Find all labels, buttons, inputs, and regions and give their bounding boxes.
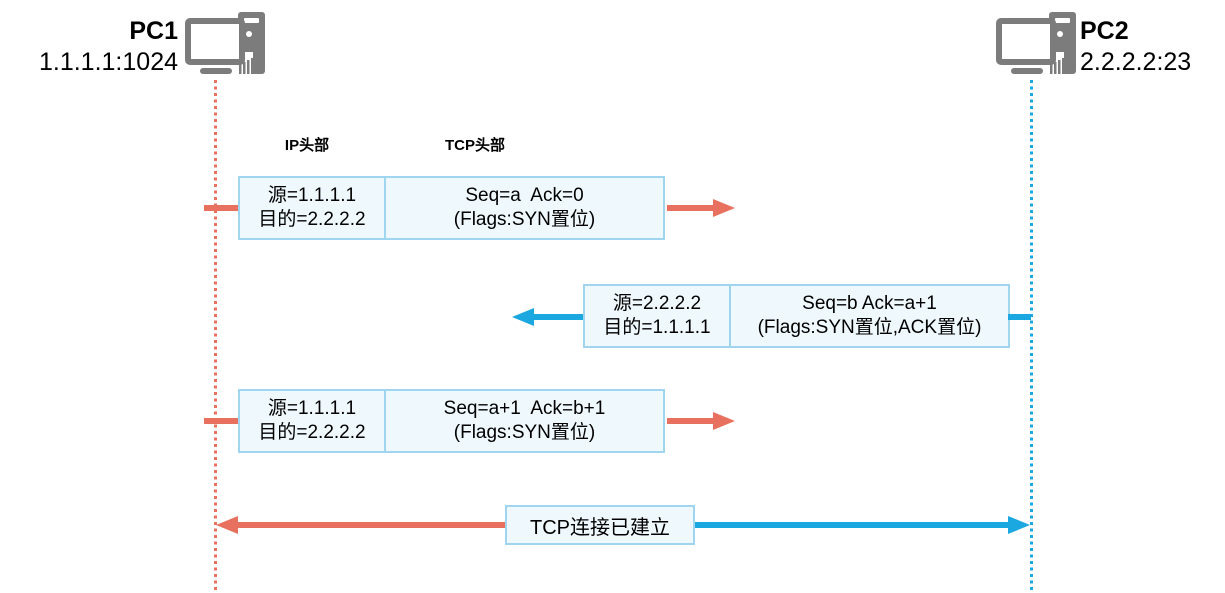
message1-arrow-right-icon (713, 199, 735, 217)
message3-box-ack: 源=1.1.1.1 目的=2.2.2.2 Seq=a+1 Ack=b+1 (Fl… (238, 389, 665, 453)
message2-arrow-left-icon (512, 308, 534, 326)
message2-arrow-line (532, 314, 583, 320)
message3-arrow-line (667, 418, 715, 424)
message2-box-syn-ack: 源=2.2.2.2 目的=1.1.1.1 Seq=b Ack=a+1 (Flag… (583, 284, 1010, 348)
established-red-line (236, 522, 505, 528)
message2-ip-dest: 目的=1.1.1.1 (603, 317, 711, 338)
pc2-computer-icon (996, 12, 1076, 74)
message1-ip-header-cell: 源=1.1.1.1 目的=2.2.2.2 (240, 178, 386, 238)
ip-header-label: IP头部 (284, 137, 330, 154)
message1-box-syn: 源=1.1.1.1 目的=2.2.2.2 Seq=a Ack=0 (Flags:… (238, 176, 665, 240)
message1-ip-source: 源=1.1.1.1 (267, 185, 357, 206)
message2-tcp-seq-ack: Seq=b Ack=a+1 (802, 293, 937, 314)
message1-ip-dest: 目的=2.2.2.2 (258, 209, 366, 230)
message1-tcp-header-cell: Seq=a Ack=0 (Flags:SYN置位) (386, 178, 663, 238)
pc1-address: 1.1.1.1:1024 (38, 48, 178, 76)
established-blue-line (695, 522, 1009, 528)
message2-tcp-flags: (Flags:SYN置位,ACK置位) (757, 317, 982, 338)
message2-ip-header-cell: 源=2.2.2.2 目的=1.1.1.1 (585, 286, 731, 346)
pc1-labels: PC1 1.1.1.1:1024 (0, 16, 178, 78)
message1-connector-line (204, 205, 238, 211)
message3-tcp-header-cell: Seq=a+1 Ack=b+1 (Flags:SYN置位) (386, 391, 663, 451)
pc1-name: PC1 (129, 17, 178, 45)
message2-connector-line (1008, 314, 1031, 320)
message1-tcp-flags: (Flags:SYN置位) (453, 209, 596, 230)
message3-ip-header-cell: 源=1.1.1.1 目的=2.2.2.2 (240, 391, 386, 451)
tcp-header-label: TCP头部 (444, 137, 505, 154)
pc2-address: 2.2.2.2:23 (1080, 48, 1192, 76)
pc1-lifeline (214, 80, 217, 593)
pc2-name: PC2 (1080, 17, 1129, 45)
status-box: TCP连接已建立 (505, 505, 695, 545)
message1-tcp-seq-ack: Seq=a Ack=0 (465, 185, 584, 206)
pc2-labels: PC2 2.2.2.2:23 (1080, 16, 1225, 78)
pc1-computer-icon (185, 12, 265, 74)
pc2-lifeline (1030, 80, 1033, 593)
status-label: TCP连接已建立 (530, 516, 670, 539)
message3-ip-dest: 目的=2.2.2.2 (258, 422, 366, 443)
message3-tcp-seq-ack: Seq=a+1 Ack=b+1 (443, 398, 606, 419)
message3-ip-source: 源=1.1.1.1 (267, 398, 357, 419)
message2-ip-source: 源=2.2.2.2 (612, 293, 702, 314)
message3-connector-line (204, 418, 238, 424)
established-arrow-left-icon (216, 516, 238, 534)
message2-tcp-header-cell: Seq=b Ack=a+1 (Flags:SYN置位,ACK置位) (731, 286, 1008, 346)
established-arrow-right-icon (1008, 516, 1030, 534)
message3-arrow-right-icon (713, 412, 735, 430)
message1-arrow-line (667, 205, 715, 211)
message3-tcp-flags: (Flags:SYN置位) (453, 422, 596, 443)
